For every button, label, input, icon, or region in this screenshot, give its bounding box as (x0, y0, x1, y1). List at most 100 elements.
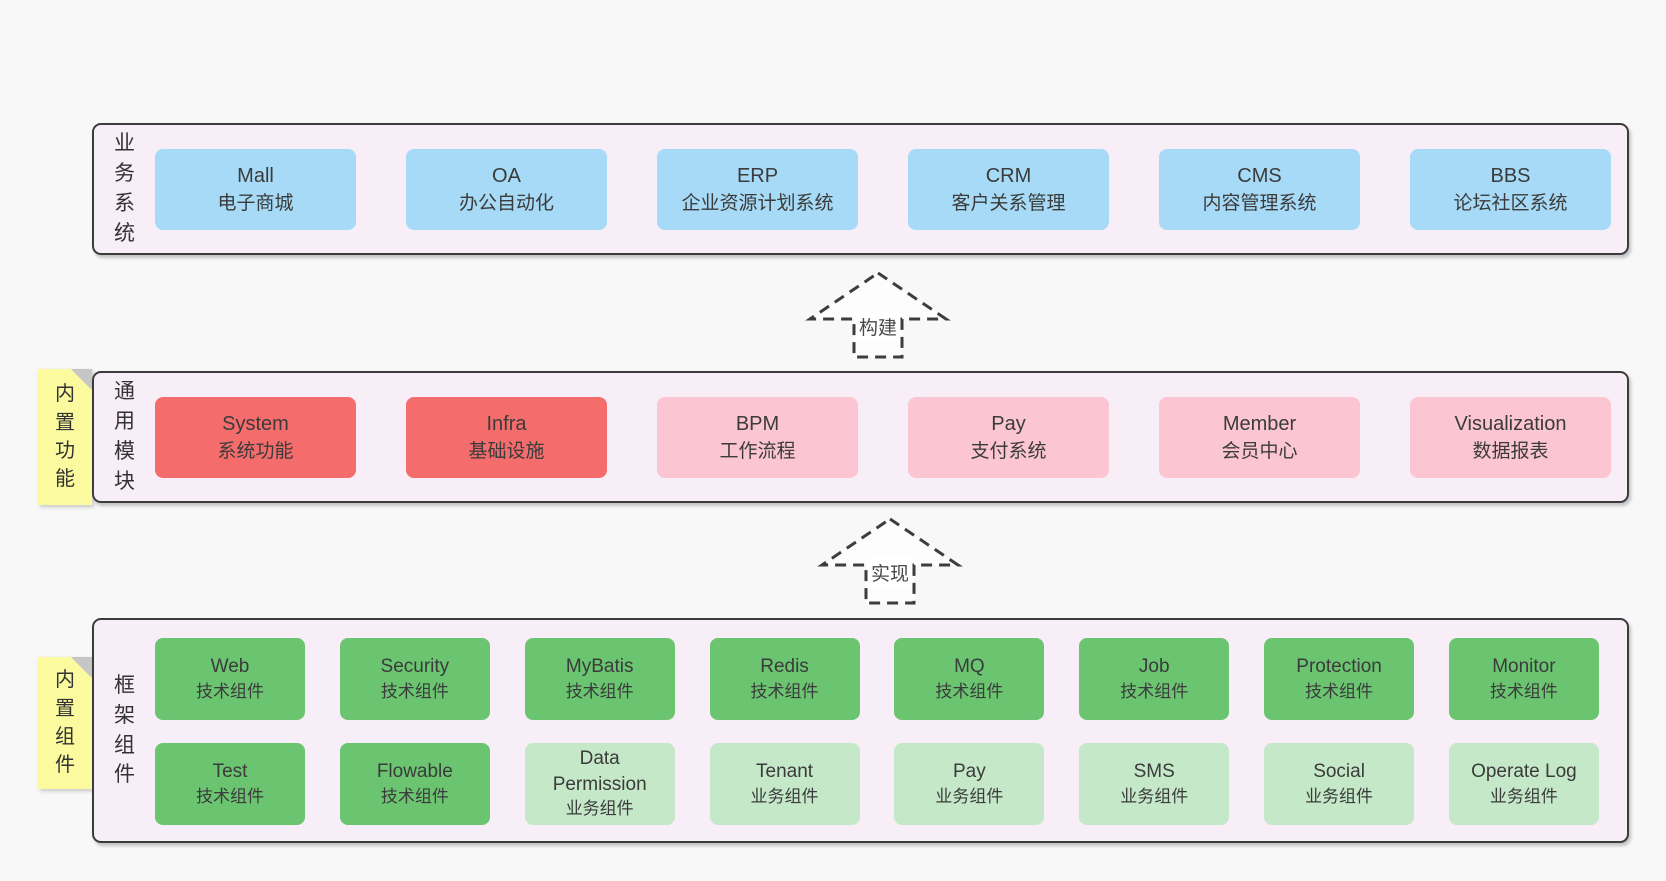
box-web: Web 技术组件 (155, 638, 305, 720)
box-title: System (222, 413, 289, 436)
business-box-row: Mall 电子商城 OA 办公自动化 ERP 企业资源计划系统 CRM 客户关系… (155, 149, 1611, 230)
band-business-label: 业务系统 (114, 132, 135, 245)
box-title: Social (1313, 760, 1365, 782)
box-subtitle: 电子商城 (217, 193, 294, 215)
box-title: Redis (760, 655, 809, 677)
box-title: MQ (954, 655, 985, 677)
box-subtitle: 系统功能 (217, 441, 294, 463)
box-cms: CMS 内容管理系统 (1159, 149, 1360, 230)
box-subtitle: 业务组件 (935, 786, 1004, 806)
arrow-implement: 实现 (810, 516, 970, 606)
arrow-implement-label: 实现 (867, 558, 913, 587)
tab-components-label: 内置组件 (55, 669, 75, 777)
box-subtitle: 技术组件 (1489, 681, 1558, 701)
box-subtitle: 客户关系管理 (951, 193, 1066, 215)
box-title: Monitor (1492, 655, 1556, 677)
box-subtitle: 业务组件 (565, 799, 634, 819)
box-subtitle: 业务组件 (1120, 786, 1189, 806)
box-subtitle: 业务组件 (1305, 786, 1374, 806)
box-monitor: Monitor 技术组件 (1448, 638, 1599, 720)
box-member: Member 会员中心 (1159, 397, 1360, 478)
box-subtitle: 基础设施 (468, 441, 545, 463)
box-subtitle: 内容管理系统 (1202, 193, 1317, 215)
band-modules-label: 通用模块 (114, 380, 135, 493)
box-title: BBS (1490, 165, 1531, 188)
box-subtitle: 工作流程 (719, 441, 796, 463)
tab-built-in-components: 内置组件 (38, 657, 92, 789)
box-title: Pay (991, 413, 1026, 436)
band-components-label: 框架组件 (114, 673, 135, 787)
box-subtitle: 技术组件 (1120, 681, 1189, 701)
box-mall: Mall 电子商城 (155, 149, 356, 230)
box-subtitle: 技术组件 (935, 681, 1004, 701)
box-protection: Protection 技术组件 (1264, 638, 1415, 720)
band-framework-components: 框架组件 Web 技术组件 Security 技术组件 MyBatis 技术组件… (92, 618, 1629, 843)
box-crm: CRM 客户关系管理 (908, 149, 1109, 230)
box-mq: MQ 技术组件 (894, 638, 1045, 720)
box-title: Data Permission (552, 748, 647, 795)
box-title: Visualization (1454, 413, 1567, 436)
box-data-permission: Data Permission 业务组件 (524, 743, 675, 825)
box-subtitle: 技术组件 (196, 786, 264, 806)
box-subtitle: 业务组件 (1489, 786, 1558, 806)
band-common-modules: 通用模块 System 系统功能 Infra 基础设施 BPM 工作流程 Pay… (92, 371, 1629, 503)
box-subtitle: 技术组件 (1305, 681, 1374, 701)
box-mybatis: MyBatis 技术组件 (524, 638, 675, 720)
box-security: Security 技术组件 (339, 638, 490, 720)
folded-corner-icon (71, 369, 92, 390)
box-bpm: BPM 工作流程 (657, 397, 858, 478)
tab-built-in-features: 内置功能 (38, 369, 92, 505)
box-title: OA (492, 165, 521, 188)
box-subtitle: 技术组件 (750, 681, 819, 701)
box-subtitle: 技术组件 (380, 681, 449, 701)
tab-features-label: 内置功能 (55, 383, 75, 491)
box-title: Mall (237, 165, 274, 188)
box-title: SMS (1133, 760, 1175, 782)
box-title: ERP (736, 165, 779, 188)
box-title: CRM (985, 165, 1032, 188)
box-title: Member (1222, 413, 1297, 436)
box-sms: SMS 业务组件 (1079, 743, 1230, 825)
box-subtitle: 论坛社区系统 (1453, 193, 1568, 215)
arrow-build: 构建 (798, 270, 958, 360)
arrow-build-label: 构建 (855, 312, 901, 341)
box-redis: Redis 技术组件 (709, 638, 860, 720)
box-subtitle: 业务组件 (750, 786, 819, 806)
tab-label: 内置功能 (38, 369, 92, 505)
box-operate-log: Operate Log 业务组件 (1448, 743, 1599, 825)
box-test: Test 技术组件 (155, 743, 305, 825)
box-erp: ERP 企业资源计划系统 (657, 149, 858, 230)
box-title: MyBatis (565, 655, 634, 677)
box-title: Test (212, 760, 248, 782)
box-subtitle: 技术组件 (196, 681, 264, 701)
box-bbs: BBS 论坛社区系统 (1410, 149, 1611, 230)
box-pay-component: Pay 业务组件 (894, 743, 1045, 825)
tab-label: 内置组件 (38, 657, 92, 789)
box-title: Web (210, 655, 250, 677)
box-visualization: Visualization 数据报表 (1410, 397, 1611, 478)
box-subtitle: 办公自动化 (458, 193, 554, 215)
box-title: Protection (1296, 655, 1382, 677)
box-subtitle: 技术组件 (565, 681, 634, 701)
band-business-systems: 业务系统 Mall 电子商城 OA 办公自动化 ERP 企业资源计划系统 CRM… (92, 123, 1629, 255)
section-label: 框架组件 (94, 620, 155, 841)
components-row-2: Test 技术组件 Flowable 技术组件 Data Permission … (155, 743, 1599, 825)
box-title: BPM (735, 413, 780, 436)
box-job: Job 技术组件 (1079, 638, 1230, 720)
box-title: Operate Log (1471, 760, 1577, 782)
box-social: Social 业务组件 (1264, 743, 1415, 825)
section-label: 业务系统 (94, 125, 155, 253)
box-tenant: Tenant 业务组件 (709, 743, 860, 825)
box-system: System 系统功能 (155, 397, 356, 478)
box-pay: Pay 支付系统 (908, 397, 1109, 478)
modules-box-row: System 系统功能 Infra 基础设施 BPM 工作流程 Pay 支付系统… (155, 397, 1611, 478)
box-subtitle: 数据报表 (1472, 441, 1549, 463)
section-label: 通用模块 (94, 373, 155, 501)
box-title: Job (1138, 655, 1170, 677)
folded-corner-icon (71, 657, 92, 678)
components-row-1: Web 技术组件 Security 技术组件 MyBatis 技术组件 Redi… (155, 638, 1599, 720)
tab-paper (38, 657, 92, 789)
box-title: Infra (486, 413, 527, 436)
box-subtitle: 技术组件 (380, 786, 449, 806)
